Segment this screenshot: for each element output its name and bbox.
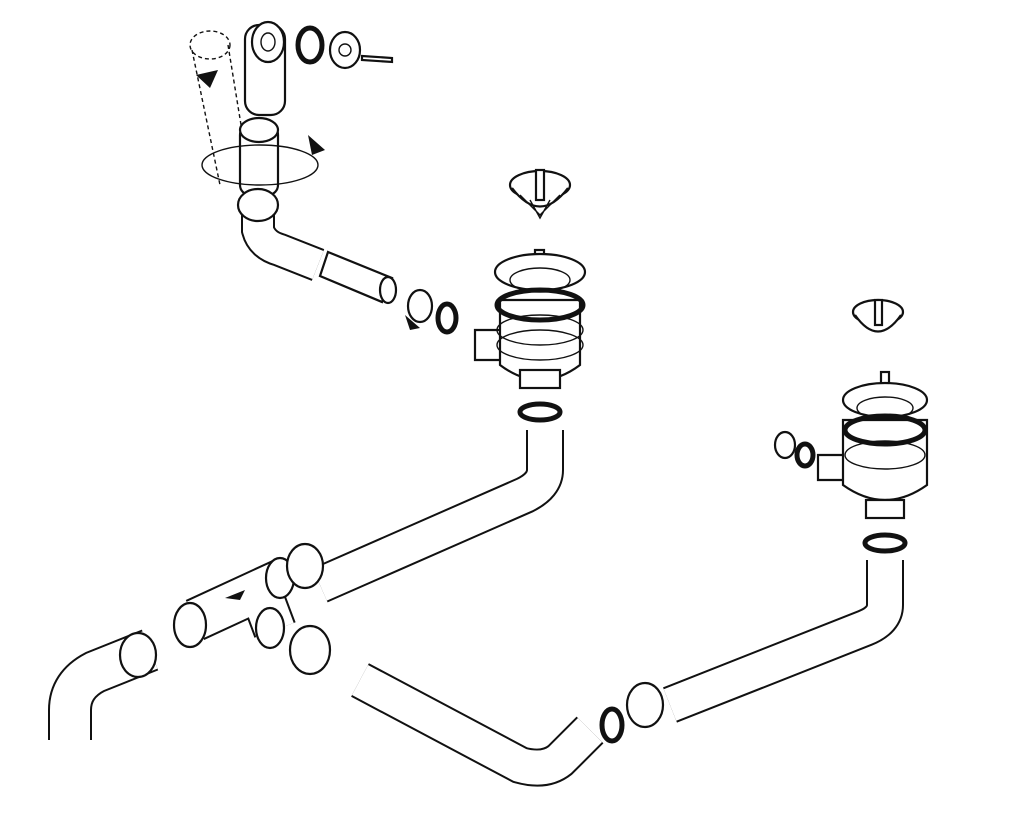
overflow-pipe-sleeve <box>318 250 394 304</box>
right-basket-strainer <box>773 298 929 554</box>
nut <box>406 288 434 324</box>
t-piece-assembly <box>118 542 665 744</box>
left-basket-strainer <box>473 168 587 423</box>
arrow-icon <box>225 590 245 600</box>
overflow-cover <box>328 30 362 70</box>
left-drain-pipe-fill <box>313 430 562 601</box>
overflow-gasket <box>295 25 325 65</box>
outlet-elbow-fill <box>50 631 158 740</box>
rotation-arrow-icon <box>201 144 319 186</box>
right-drain-pipe-fill <box>663 560 902 721</box>
lower-u-pipe-fill <box>352 664 603 785</box>
overflow-pipe-fill <box>243 205 324 279</box>
screw-icon <box>360 54 394 64</box>
overflow-assembly <box>189 20 459 335</box>
pipes <box>48 205 904 787</box>
